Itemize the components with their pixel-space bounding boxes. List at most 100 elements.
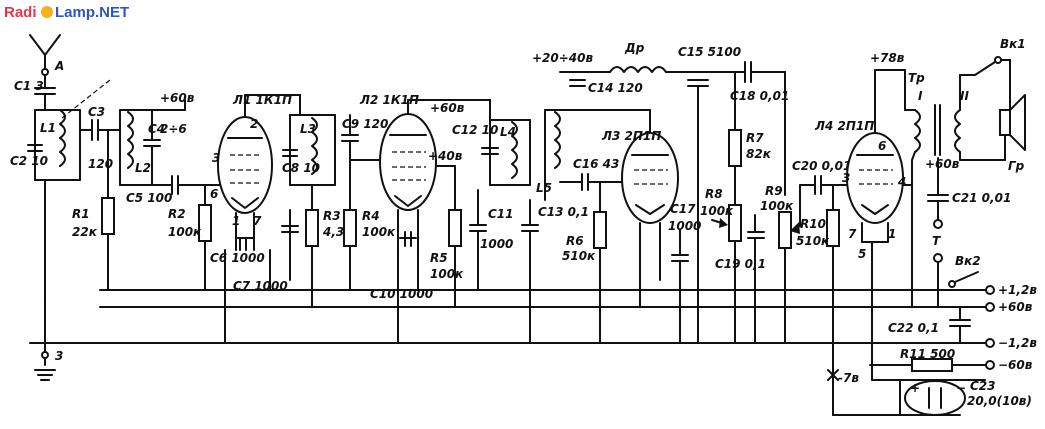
c7-label: C7 1000 [233,279,288,293]
tube2-label: Л2 1К1П [359,93,419,107]
minus-7-node-icon [827,369,839,381]
r3-label: R3 [323,209,341,223]
r4-label: R4 [362,209,380,223]
phones-jack-b [933,253,943,263]
r9-value: 100к [760,199,794,213]
tube4-pin3: 3 [842,171,850,185]
c23-label: C23 [970,379,996,393]
tuning-gang-link [61,79,111,119]
winding1-label: I [918,89,923,103]
c15-label: C15 5100 [678,45,741,59]
supply-tap-label: +20÷40в [532,51,594,65]
c21-label: C21 0,01 [952,191,1011,205]
rail-label-minus-60: −60в [998,358,1033,372]
tube1-pin3: 3 [212,151,220,165]
c18-label: C18 0,01 [730,89,789,103]
c23-minus: − [956,381,966,395]
r4-body [343,209,357,247]
tube2-supply-label: +60в [430,101,465,115]
resistor-r4: R4 100к [343,149,396,291]
l2-coil-icon [127,111,134,169]
c2-label: C2 10 [10,154,48,168]
r10-label: R10 [800,217,826,231]
terminal-plus-1-2 [985,285,995,295]
watermark-lamp-icon [41,6,53,18]
transformer-secondary-icon [954,109,961,153]
tube1-label: Л1 1К1П [232,93,292,107]
l2-label: L2 [135,161,151,175]
r6-body [593,211,607,249]
r5-label: R5 [430,251,448,265]
r1-value: 22к [72,225,98,239]
c17-value: 1000 [668,219,701,233]
minus-7-label: -7в [838,371,859,385]
tube4-pin4: 4 [897,175,906,189]
site-watermark: Radi Lamp.NET [4,4,129,21]
terminal-minus-60 [985,360,995,370]
c1-label: C1 3 [14,79,44,93]
tube-1: Л1 1К1П 2 3 6 1 7 C6 1000 [210,93,301,344]
switch1-label: Вк1 [1000,37,1026,51]
choke-label: Др [624,41,645,55]
tube1-envelope [217,116,273,214]
tube4-pin6: 6 [878,139,886,153]
ground-icon [34,369,56,381]
l1-coil-icon [59,109,66,167]
bias-circuit: R11 500 + − C23 20,0(10в) -7в [827,347,1032,416]
c4-label: C4 [148,122,165,136]
speaker-icon [1009,94,1026,151]
c9-label: C9 120 [342,117,388,131]
tube4-label: Л4 2П1П [814,119,874,133]
tube4-pin7: 7 [848,227,857,241]
r4-value: 100к [362,225,396,239]
plus-78-label: +78в [870,51,905,65]
c6-label: C6 1000 [210,251,265,265]
r1-body [101,197,115,235]
if-circuit: C12 10 L4 C13 0,1 [452,99,589,344]
r7-body [728,129,742,167]
r9-body [778,211,792,249]
r7-value: 82к [746,147,772,161]
power-rails: +1,2в +60в −1,2в −60в [29,283,1037,372]
c23-plus: + [910,381,920,395]
c23-body [904,380,966,416]
c11-label: C11 [488,207,514,221]
stage1-output: C7 1000 C8 10 L3 [233,94,336,293]
r7-label: R7 [746,131,764,145]
antenna-label: A [54,59,64,73]
tube3-label: Л3 2П1П [601,129,661,143]
watermark-part2: Lamp.NET [55,4,129,21]
winding2-label: II [960,89,969,103]
speaker-label: Гр [1008,159,1025,173]
tube4-envelope [846,132,904,224]
r10-value: 510к [796,234,830,248]
l4-label: L4 [500,125,516,139]
r11-body [911,358,953,372]
phones-label: Т [932,234,941,248]
rail-label-minus-1-2: −1,2в [998,336,1037,350]
detector-stage: +20÷40в C14 120 Др C15 5100 L5 C16 43 R6… [532,41,741,344]
capacitor-c11: C11 1000 [469,189,514,291]
c17-label: C17 [670,202,696,216]
r2-label: R2 [168,207,186,221]
speaker-magnet [999,109,1011,136]
c12-label: C12 10 [452,123,498,137]
r6-value: 510к [562,249,596,263]
plus-60-node-label: +60в [925,157,960,171]
resistor-r2: R2 100к [168,184,212,291]
antenna-input: A C1 3 C2 10 L1 3 C3 120 [10,34,121,381]
c13-label: C13 0,1 [538,205,589,219]
resistor-r10: R10 510к [796,184,961,416]
c3-value: 120 [88,157,113,171]
c10-label: C10 1000 [370,287,433,301]
watermark-part1: Radi [4,4,37,21]
tube1-supply-label: +60в [160,91,195,105]
oscillator-circuit: L2 C4 2÷6 C5 100 +60в [119,91,226,205]
tube-2: Л2 1К1П +60в +40в C10 1000 [359,93,491,344]
r2-value: 100к [168,225,202,239]
l1-label: L1 [40,121,56,135]
r5-body [448,209,462,247]
l3-label: L3 [300,122,316,136]
resistor-r1: R1 22к [72,129,115,291]
